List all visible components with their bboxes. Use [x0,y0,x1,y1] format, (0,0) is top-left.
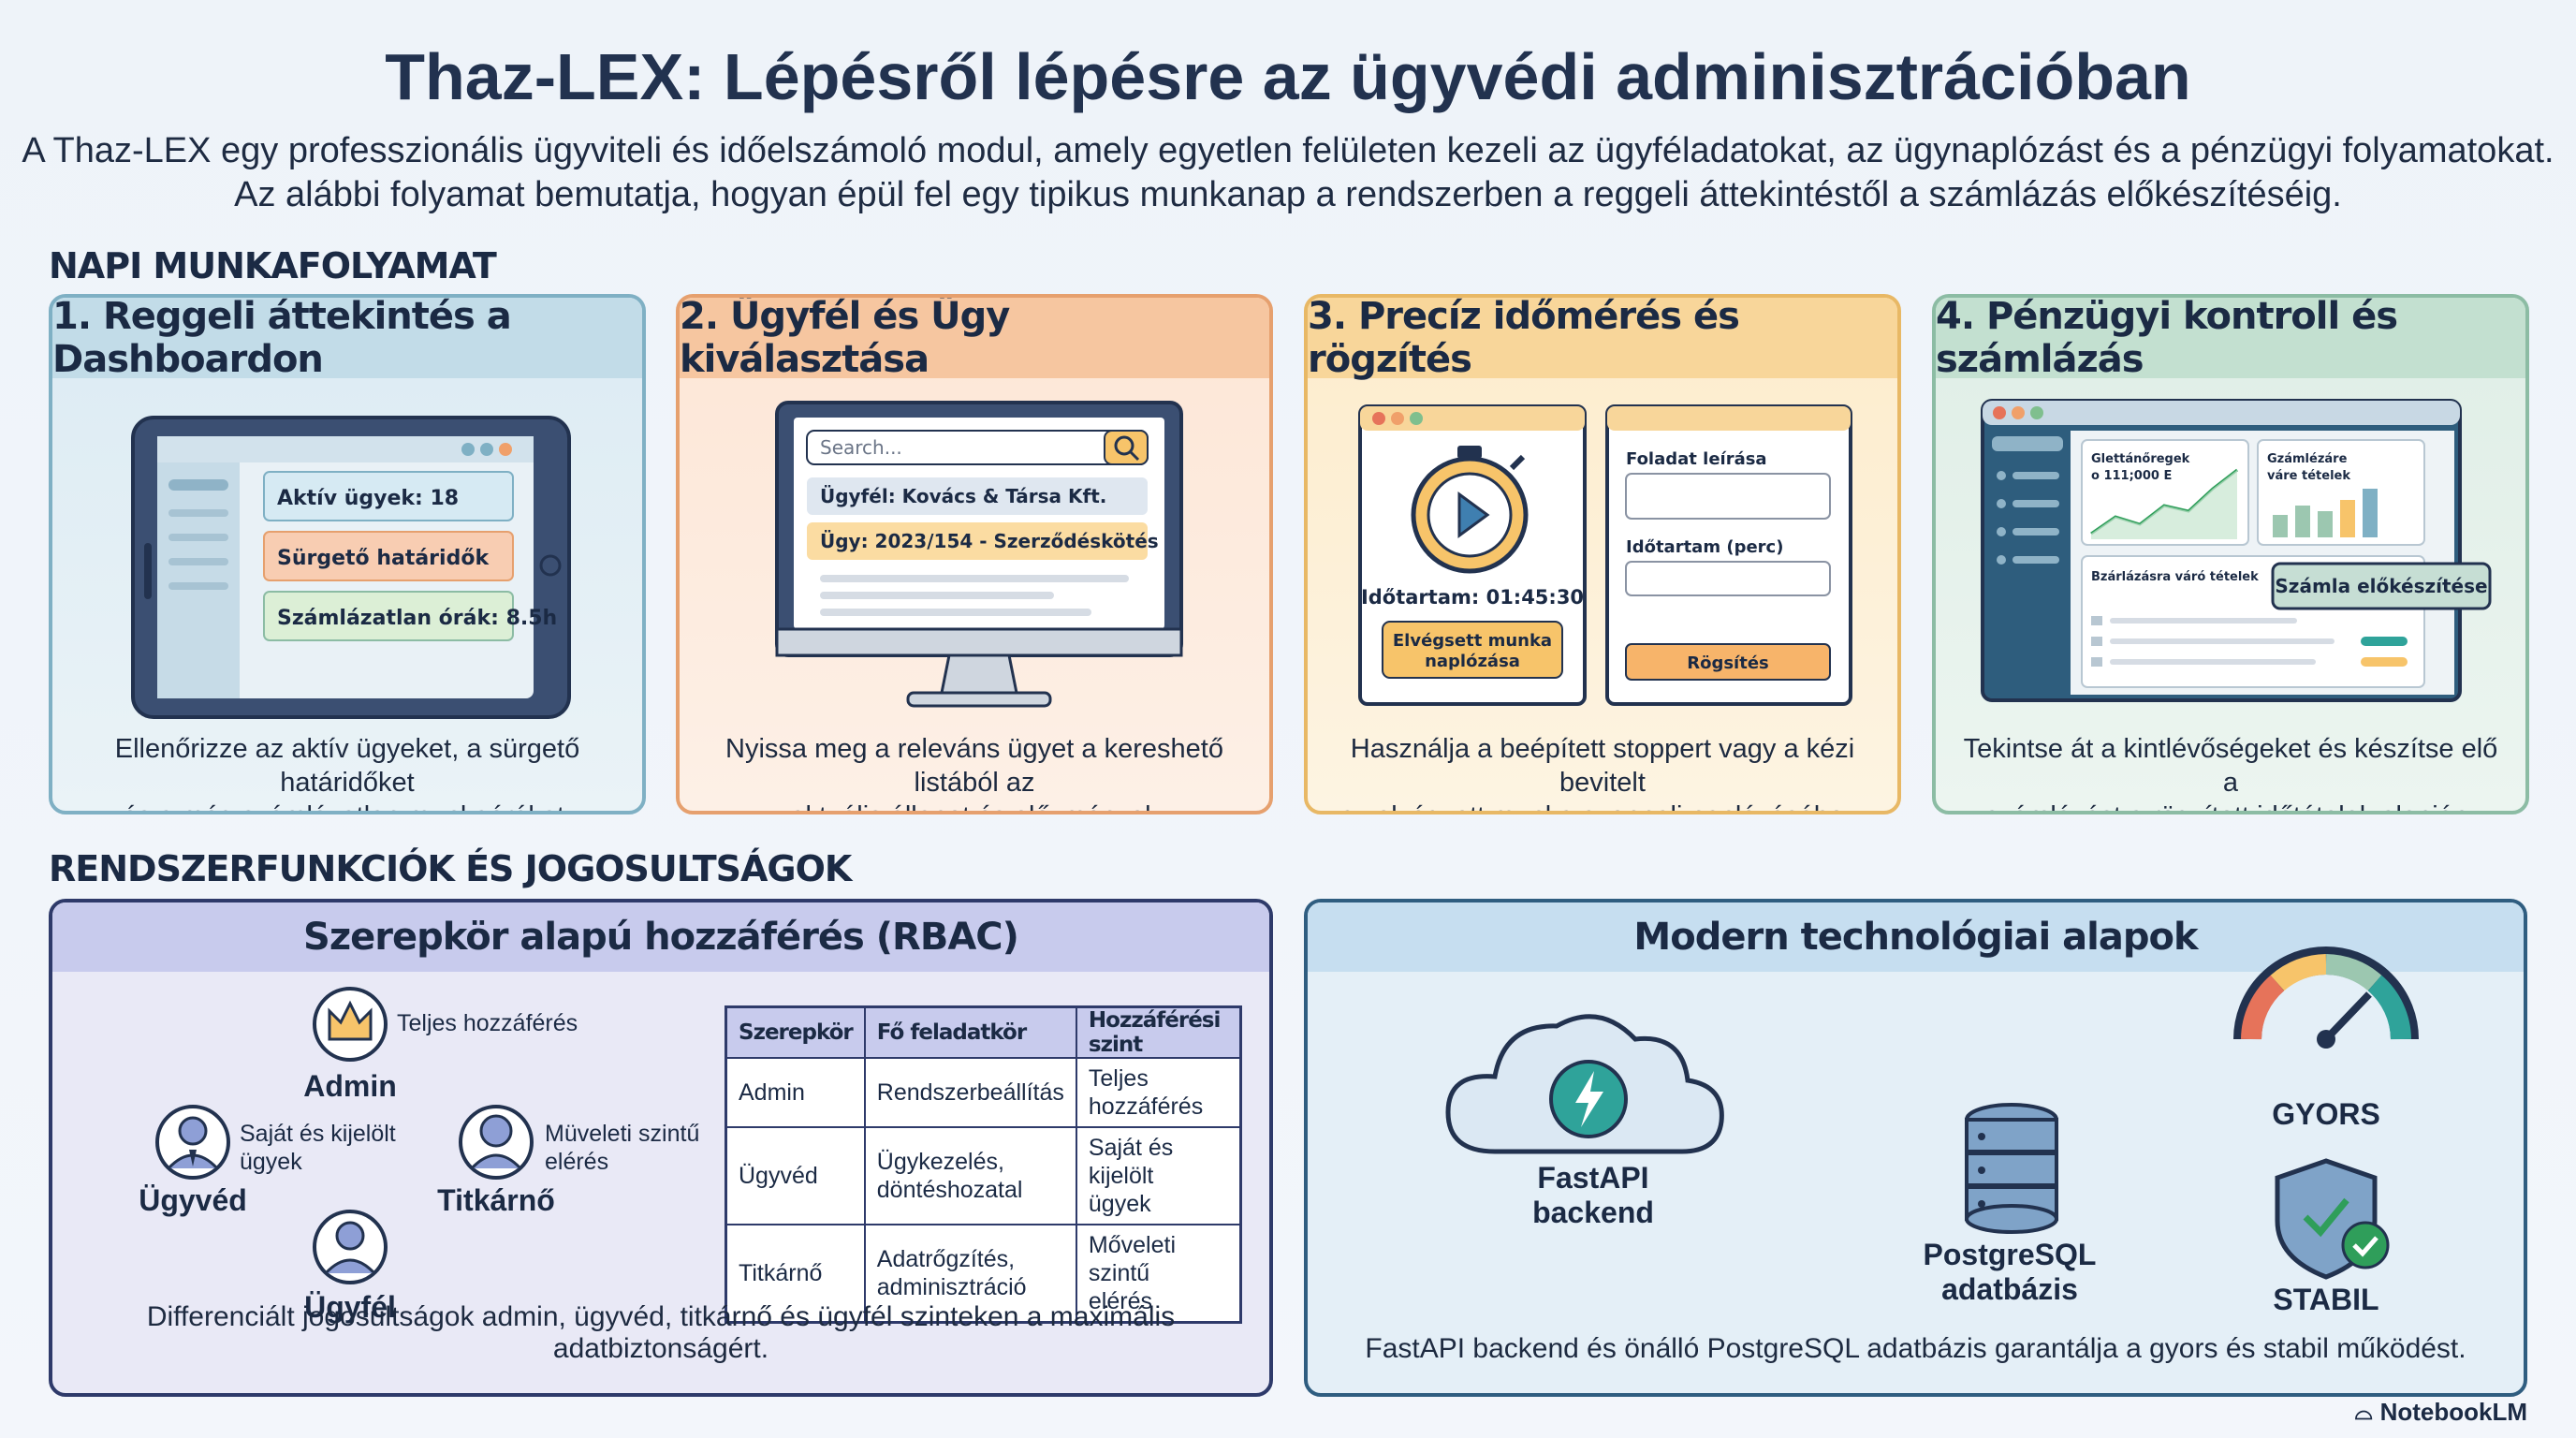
role-client: Ügyfél [304,1290,396,1324]
step-card-3: 3. Precíz időmérés és rögzítés Időtartam… [1304,294,1901,814]
widget-deadlines: Sürgető határidők [277,547,490,570]
widget-active-cases: Aktív ügyek: 18 [277,487,459,510]
tech-stable: STABIL [2273,1283,2379,1316]
save-button[interactable] [1625,643,1831,681]
step-desc-2: Nyissa meg a releváns ügyet a kereshető … [725,734,1223,811]
step-card-4: 4. Pénzügyi kontroll és számlázás Glettá… [1932,294,2529,814]
search-icon[interactable] [1114,435,1134,456]
svg-text:Számla előkészítése: Számla előkészítése [2275,575,2487,597]
duration-input[interactable] [1625,561,1831,596]
shield-check-icon [2275,1158,2390,1280]
timer-illustration: Időtartam: 01:45:30 Elvégsett munka napl… [1358,404,1852,706]
dashboard-tablet-illustration: Aktív ügyek: 18 Sürgető határidők Számlá… [131,416,571,719]
tech-fast: GYORS [2272,1097,2380,1131]
step-desc-1: Ellenőrizze az aktív ügyeket, a sürgető … [114,734,580,811]
widget-unbilled-hours: Számlázatlan órák: 8.5h [277,607,557,630]
step-card-2: 2. Ügyfél és Ügy kiválasztása Search... … [676,294,1273,814]
task-label: Foladat leírása [1626,449,1767,469]
rbac-panel: Szerepkör alapú hozzáférés (RBAC) Admin … [49,899,1273,1397]
table-row: Admin Rendszerbeállítás Teljes hozzáféré… [724,1057,1242,1128]
brand-footer: ⌓ NotebookLM [2354,1398,2527,1426]
monitor-illustration: Search... Ügyfél: Kovács & Társa Kft. Üg… [775,401,1183,708]
section-workflow: NAPI MUNKAFOLYAMAT [49,245,497,286]
tech-title: Modern technológiai alapok [1308,902,2524,972]
role-secretary: Titkárnő [437,1183,555,1217]
case-row[interactable]: Ügy: 2023/154 - Szerződéskötés [820,530,1159,552]
role-admin-note: Teljes hozzáférés [397,1010,578,1036]
task-input[interactable] [1625,473,1831,520]
step-title-1: 1. Reggeli áttekintés a Dashboardon [52,298,642,381]
subtitle-line-2: Az alábbi folyamat bemutatja, hogyan épü… [234,175,2342,214]
tech-postgres: PostgreSQL adatbázis [1923,1238,2097,1306]
svg-text:váre tételek: váre tételek [2267,469,2350,483]
table-header: Fő feladatkör [863,1005,1077,1059]
table-row: Titkárnő Adatrőgzítés,adminisztráció Mőv… [724,1224,1242,1324]
duration-label: Időtartam (perc) [1626,537,1783,557]
rbac-footer: Differenciált jogosultságok admin, ügyvé… [146,1301,1176,1364]
rbac-title: Szerepkör alapú hozzáférés (RBAC) [52,902,1269,972]
rbac-table: Szerepkör Fő feladatkör Hozzáférési szin… [724,1005,1242,1324]
tech-panel: Modern technológiai alapok [1304,899,2527,1397]
tech-fastapi: FastAPI backend [1532,1161,1654,1229]
subtitle-line-1: A Thaz-LEX egy professzionális ügyviteli… [22,131,2554,170]
table-header: Szerepkör [724,1005,866,1059]
role-lawyer-note: Saját és kijelölt ügyek [240,1121,396,1175]
tech-illustration [1445,946,2419,1280]
client-row[interactable]: Ügyfél: Kovács & Társa Kft. [820,485,1106,507]
svg-text:Gzámlézáre: Gzámlézáre [2267,452,2348,466]
timer-duration: Időtartam: 01:45:30 [1361,586,1584,609]
svg-text:Glettánőregek: Glettánőregek [2091,452,2190,466]
svg-text:Elvégsett munka: Elvégsett munka [1393,631,1552,651]
database-icon [1965,1103,2058,1234]
step-desc-3: Használja a beépített stoppert vagy a ké… [1339,734,1865,811]
svg-text:Bzárlázásra váró tételek: Bzárlázásra váró tételek [2091,570,2259,584]
section-features: RENDSZERFUNKCIÓK ÉS JOGOSULTSÁGOK [49,848,852,889]
speed-gauge-icon [2233,946,2419,1049]
search-input[interactable]: Search... [820,436,902,459]
svg-text:Rögsítés: Rögsítés [1687,653,1769,673]
svg-text:o 111;000 E: o 111;000 E [2091,469,2172,483]
role-lawyer: Ügyvéd [139,1183,247,1217]
role-admin: Admin [303,1069,397,1103]
finance-dashboard-illustration: Glettánőregek o 111;000 E Gzámlézáre vár… [1981,399,2492,702]
step-title-2: 2. Ügyfél és Ügy kiválasztása [680,298,1269,381]
page-subtitle: A Thaz-LEX egy professzionális ügyviteli… [0,129,2576,217]
table-header: Hozzáférési szint [1075,1005,1242,1059]
svg-text:naplózása: naplózása [1425,652,1520,671]
brand-logo-icon: ⌓ [2354,1399,2373,1425]
step-title-4: 4. Pénzügyi kontroll és számlázás [1936,298,2525,381]
step-desc-4: Tekintse át a kintlévőségeket és készíts… [1963,734,2498,811]
step-title-3: 3. Precíz időmérés és rögzítés [1308,298,1897,381]
log-work-button[interactable] [1382,621,1563,679]
page-title: Thaz-LEX: Lépésről lépésre az ügyvédi ad… [385,40,2191,113]
role-secretary-note: Müveleti szintű elérés [545,1121,700,1175]
invoice-prepare-button[interactable] [2271,562,2492,610]
step-card-1: 1. Reggeli áttekintés a Dashboardon Aktí… [49,294,646,814]
table-row: Ügyvéd Ügykezelés,döntéshozatal Saját és… [724,1126,1242,1225]
roles-illustration [155,987,534,1284]
tech-footer: FastAPI backend és önálló PostgreSQL ada… [1365,1333,2466,1364]
